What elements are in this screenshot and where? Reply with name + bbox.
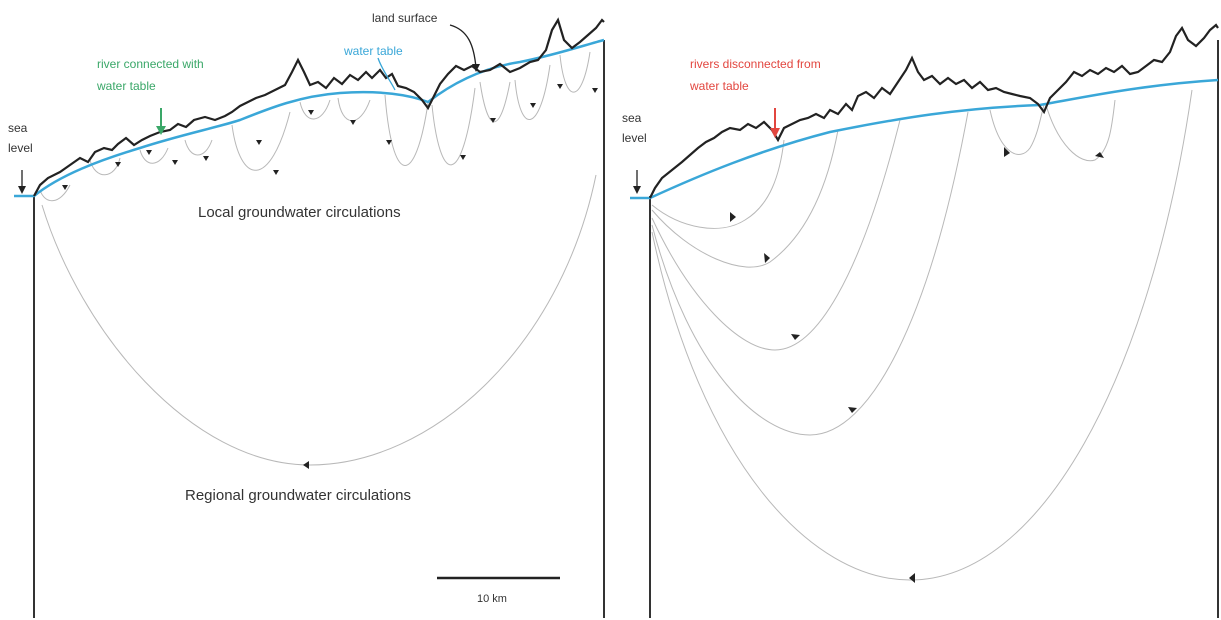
river-connected-label-1: river connected with: [97, 57, 204, 71]
local-flow-arrows: [62, 84, 598, 190]
land-surface-line: [33, 17, 605, 197]
water-table-line-right: [630, 78, 1219, 200]
water-table-label: water table: [343, 44, 403, 58]
right-sea-label-2: level: [622, 131, 647, 145]
land-surface-label: land surface: [372, 11, 438, 25]
local-circulations-label: Local groundwater circulations: [198, 204, 401, 221]
river-connected-arrowhead: [156, 126, 166, 135]
sea-level-arrowhead: [18, 186, 26, 194]
river-connected-label-2: water table: [96, 79, 156, 93]
nested-flow-paths: [651, 89, 1193, 581]
regional-flow-arrow: [303, 461, 309, 469]
right-sea-label-1: sea: [622, 111, 642, 125]
river-disconnected-label-2: water table: [689, 79, 749, 93]
scale-label: 10 km: [477, 593, 507, 605]
sea-level-arrowhead-right: [633, 186, 641, 194]
river-disconnected-arrowhead: [770, 128, 780, 138]
water-table-pointer: [377, 57, 396, 91]
land-surface-line-right: [649, 23, 1219, 199]
left-sea-label-1: sea: [8, 121, 28, 135]
regional-circulations-label: Regional groundwater circulations: [185, 487, 411, 504]
local-flow-cells: [39, 51, 591, 202]
river-disconnected-label-1: rivers disconnected from: [690, 57, 821, 71]
right-panel: sea level rivers disconnected from water…: [622, 23, 1219, 618]
left-sea-label-2: level: [8, 141, 33, 155]
left-panel: sea level river connected with water tab…: [8, 11, 605, 618]
water-table-line: [14, 38, 605, 198]
regional-flow-path: [41, 174, 597, 466]
land-surface-pointer: [449, 24, 477, 69]
nested-flow-arrows: [730, 147, 1104, 583]
